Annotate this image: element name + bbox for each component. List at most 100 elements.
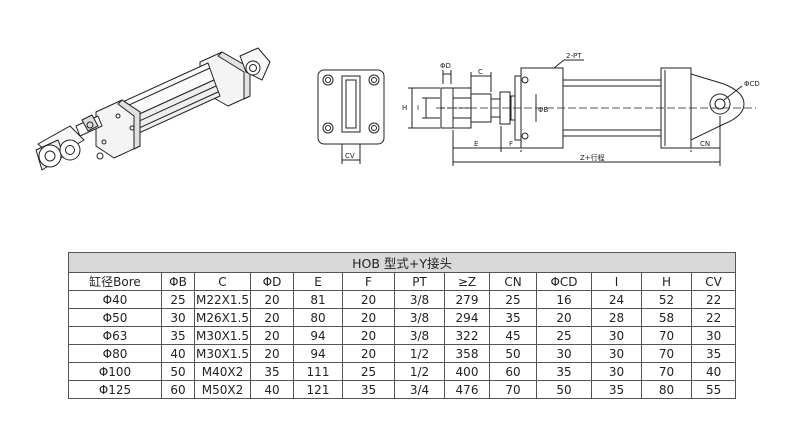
table-row: Φ125 60 M50X2 40 121 35 3/4 476 70 50 35… <box>68 380 737 399</box>
phi-b-label: ΦB <box>538 106 549 114</box>
table-cell: 20 <box>250 344 294 363</box>
e-label: E <box>474 140 478 148</box>
table-cell: 25 <box>161 290 195 309</box>
table-title-row: HOB 型式+Y接头 <box>67 252 737 273</box>
table-cell: 35 <box>489 308 537 327</box>
table-row: Φ63 35 M30X1.5 20 94 20 3/8 322 45 25 30… <box>68 326 737 345</box>
table-cell: 55 <box>690 380 737 399</box>
table-cell: 20 <box>536 308 592 327</box>
c-label: C <box>478 68 483 76</box>
table-cell: 50 <box>489 344 537 363</box>
table-cell: Φ100 <box>68 362 162 381</box>
table-cell: 476 <box>444 380 490 399</box>
table-cell: 121 <box>293 380 343 399</box>
header-e: E <box>293 272 343 291</box>
table-cell: 16 <box>536 290 592 309</box>
table-cell: Φ50 <box>68 308 162 327</box>
header-cv: CV <box>690 272 737 291</box>
table-cell: 52 <box>641 290 692 309</box>
table-cell: Φ40 <box>68 290 162 309</box>
z-stroke-label: Z+行程 <box>580 153 605 162</box>
table-cell: 22 <box>690 308 737 327</box>
header-f: F <box>342 272 395 291</box>
header-c: C <box>194 272 251 291</box>
table-row: Φ40 25 M22X1.5 20 81 20 3/8 279 25 16 24… <box>68 290 737 309</box>
table-cell: 28 <box>591 308 642 327</box>
table-cell: 35 <box>690 344 737 363</box>
cn-label: CN <box>700 140 710 148</box>
table-cell: 35 <box>161 326 195 345</box>
table-cell: M26X1.5 <box>194 308 251 327</box>
table-cell: 322 <box>444 326 490 345</box>
header-pt: PT <box>394 272 445 291</box>
table-cell: 94 <box>293 344 343 363</box>
table-cell: 80 <box>293 308 343 327</box>
table-header-row: 缸径Bore ΦB C ΦD E F PT ≥Z CN ΦCD I H CV <box>68 272 737 291</box>
table-row: Φ100 50 M40X2 35 111 25 1/2 400 60 35 30… <box>68 362 737 381</box>
h-label: H <box>402 104 407 112</box>
table-cell: 40 <box>690 362 737 381</box>
table-cell: 30 <box>591 326 642 345</box>
table-cell: 400 <box>444 362 490 381</box>
header-phi-cd: ΦCD <box>536 272 592 291</box>
table-cell: Φ125 <box>68 380 162 399</box>
table-cell: 81 <box>293 290 343 309</box>
side-view <box>408 59 756 166</box>
table-cell: 3/4 <box>394 380 445 399</box>
table-cell: 24 <box>591 290 642 309</box>
table-cell: 70 <box>641 344 692 363</box>
table-cell: 25 <box>536 326 592 345</box>
table-cell: 22 <box>690 290 737 309</box>
front-end-view <box>317 69 385 164</box>
phi-cd-label: ΦCD <box>744 80 760 88</box>
header-phi-d: ΦD <box>250 272 294 291</box>
header-z: ≥Z <box>444 272 490 291</box>
header-phi-b: ΦB <box>161 272 195 291</box>
table-cell: M50X2 <box>194 380 251 399</box>
table-cell: 30 <box>591 344 642 363</box>
header-cn: CN <box>489 272 537 291</box>
table-cell: 20 <box>342 308 395 327</box>
header-h: H <box>641 272 692 291</box>
table-title: HOB 型式+Y接头 <box>67 252 737 273</box>
table-cell: 35 <box>591 380 642 399</box>
table-cell: 25 <box>489 290 537 309</box>
table-cell: 60 <box>489 362 537 381</box>
table-cell: 30 <box>591 362 642 381</box>
table-cell: 80 <box>641 380 692 399</box>
isometric-cylinder-view <box>35 47 271 171</box>
table-cell: 20 <box>342 290 395 309</box>
table-cell: 20 <box>250 290 294 309</box>
table-cell: 3/8 <box>394 326 445 345</box>
table-cell: M30X1.5 <box>194 344 251 363</box>
table-cell: Φ63 <box>68 326 162 345</box>
spec-table: HOB 型式+Y接头 缸径Bore ΦB C ΦD E F PT ≥Z CN Φ… <box>67 252 737 399</box>
table-cell: 30 <box>536 344 592 363</box>
table-cell: 20 <box>342 344 395 363</box>
phi-d-label: ΦD <box>440 62 451 70</box>
table-cell: 50 <box>536 380 592 399</box>
table-cell: 358 <box>444 344 490 363</box>
table-cell: 50 <box>161 362 195 381</box>
table-cell: 3/8 <box>394 290 445 309</box>
table-cell: 25 <box>342 362 395 381</box>
table-cell: 70 <box>641 362 692 381</box>
table-cell: 94 <box>293 326 343 345</box>
i-label: I <box>417 104 419 112</box>
table-cell: 35 <box>250 362 294 381</box>
table-cell: 20 <box>250 308 294 327</box>
header-bore: 缸径Bore <box>68 272 162 291</box>
header-i: I <box>591 272 642 291</box>
table-cell: Φ80 <box>68 344 162 363</box>
pt-label: 2-PT <box>566 52 582 60</box>
table-cell: 279 <box>444 290 490 309</box>
table-row: Φ50 30 M26X1.5 20 80 20 3/8 294 35 20 28… <box>68 308 737 327</box>
table-cell: 45 <box>489 326 537 345</box>
table-cell: 20 <box>342 326 395 345</box>
cv-dimension-label: CV <box>345 152 355 160</box>
table-cell: M22X1.5 <box>194 290 251 309</box>
table-cell: 1/2 <box>394 362 445 381</box>
table-cell: 60 <box>161 380 195 399</box>
table-row: Φ80 40 M30X1.5 20 94 20 1/2 358 50 30 30… <box>68 344 737 363</box>
technical-drawing: CV <box>35 47 760 171</box>
